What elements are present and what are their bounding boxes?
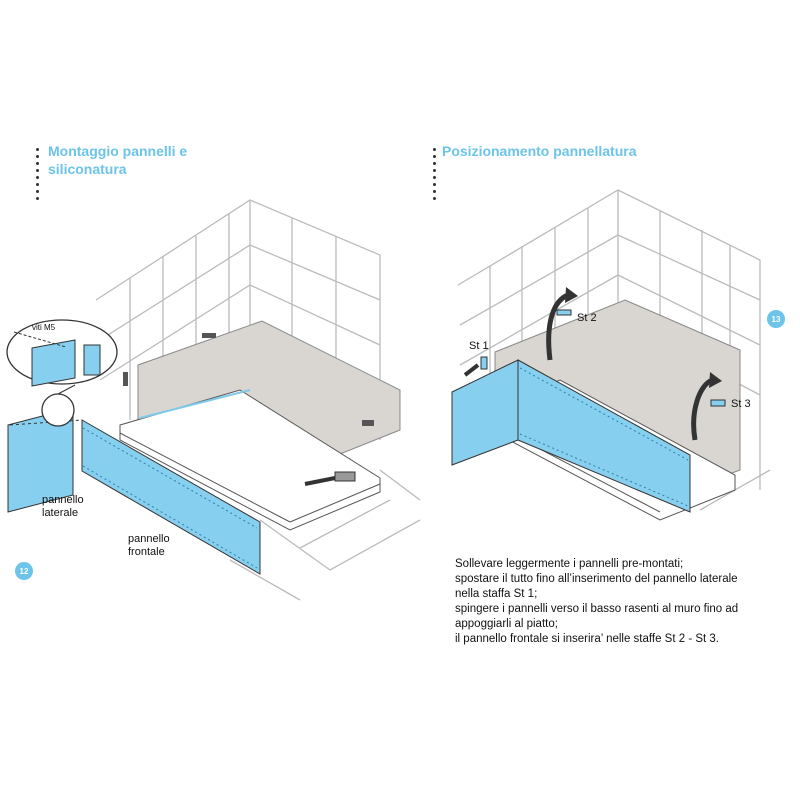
page-number-left: 12 xyxy=(15,562,33,580)
label-screws: viti M5 xyxy=(32,323,56,332)
instruction-line: appoggiarli al piatto; xyxy=(455,618,558,630)
instruction-line: spostare il tutto fino all’inserimento d… xyxy=(455,573,738,585)
label-bracket-1: St 1 xyxy=(469,340,489,352)
instruction-line: Sollevare leggermente i pannelli pre-mon… xyxy=(455,558,684,570)
dot-divider-left xyxy=(36,148,40,204)
instruction-line: spingere i pannelli verso il basso rasen… xyxy=(455,603,739,615)
page-number-right: 13 xyxy=(767,310,785,328)
instruction-line: il pannello frontale si inserira’ nelle … xyxy=(455,633,720,645)
dot-divider-right xyxy=(433,148,437,204)
section-title-right: Posizionamento pannellatura xyxy=(442,143,637,159)
section-title-left: Montaggio pannelli e siliconatura xyxy=(48,143,188,177)
instructions-text: Sollevare leggermente i pannelli pre-mon… xyxy=(455,557,785,647)
label-side-panel: pannello laterale xyxy=(42,494,84,519)
label-bracket-2: St 2 xyxy=(577,312,597,324)
label-front-panel: pannello frontale xyxy=(128,533,170,558)
label-bracket-3: St 3 xyxy=(731,398,751,410)
instruction-line: nella staffa St 1; xyxy=(455,588,538,600)
